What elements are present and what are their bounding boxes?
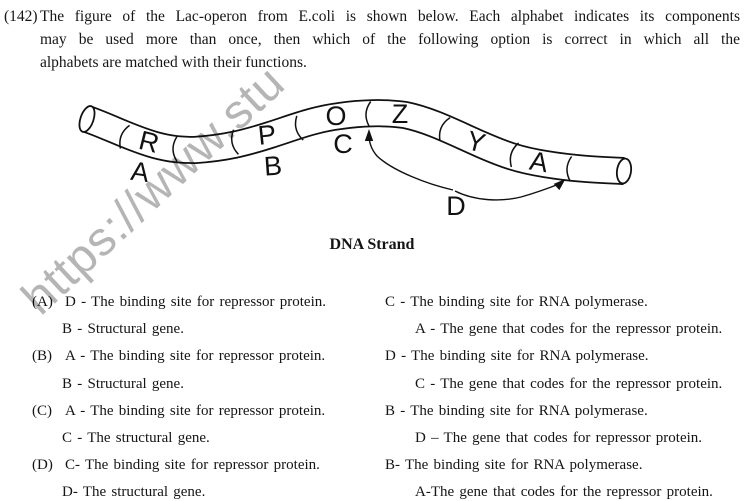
option-D-right-2: A-The gene that codes for the repressor …	[415, 484, 713, 501]
d-pointer-arrows	[368, 134, 560, 201]
option-D-row-1: (D) C- The binding site for repressor pro…	[32, 452, 742, 479]
question-line-2: may be used more than once, then which o…	[40, 31, 740, 48]
option-B-left-2: B - Structural gene.	[62, 375, 184, 392]
option-B-label: (B)	[32, 348, 52, 365]
option-C-right-2: D – The gene that codes for repressor pr…	[415, 429, 703, 446]
option-C-label: (C)	[32, 402, 52, 419]
option-A-right-1: C - The binding site for RNA polymerase.	[385, 294, 648, 310]
option-B-row-2: B - Structural gene. C - The gene that c…	[32, 371, 742, 398]
option-A-row-1: (A) D - The binding site for repressor pr…	[32, 289, 742, 316]
d-arrowhead-left	[364, 129, 374, 141]
question-block: (142) The figure of the Lac-operon from …	[4, 5, 740, 74]
options-list: (A) D - The binding site for repressor pr…	[32, 289, 742, 501]
option-A-label: (A)	[32, 294, 53, 310]
option-D-row-2: D- The structural gene. A-The gene that …	[32, 479, 742, 501]
segment-dividers	[119, 101, 573, 182]
option-C-row-2: C - The structural gene. D – The gene th…	[32, 425, 742, 452]
segment-label-P: P	[256, 119, 277, 151]
option-A-right-2: A - The gene that codes for the represso…	[415, 321, 723, 338]
option-C-left-1: A - The binding site for repressor prote…	[65, 402, 326, 419]
segment-label-Z: Z	[392, 99, 409, 129]
segment-label-A2: A	[528, 146, 551, 179]
question-line-1: The figure of the Lac-operon from E.coli…	[40, 8, 740, 25]
segment-label-O: O	[325, 101, 346, 131]
option-B-right-1: D - The binding site for RNA polymerase.	[385, 348, 649, 365]
question-line-3: alphabets are matched with their functio…	[40, 54, 307, 71]
d-arrowhead-right	[553, 178, 566, 191]
option-A-left-2: B - Structural gene.	[62, 321, 184, 338]
question-number: (142)	[4, 8, 38, 25]
marker-label-D: D	[446, 191, 466, 221]
option-B-right-2: C - The gene that codes for the represso…	[415, 375, 723, 392]
option-A-left-1: D - The binding site for repressor prote…	[65, 294, 326, 310]
lac-operon-diagram: R P O Z Y A A B C D	[78, 99, 633, 221]
option-B-left-1: A - The binding site for repressor prote…	[65, 348, 326, 365]
option-C-right-1: B - The binding site for RNA polymerase.	[385, 402, 648, 419]
option-C-left-2: C - The structural gene.	[62, 429, 210, 446]
option-D-label: (D)	[32, 457, 53, 474]
marker-label-B: B	[263, 150, 283, 181]
dna-tube-fill	[82, 100, 625, 184]
option-A-row-2: B - Structural gene. A - The gene that c…	[32, 316, 742, 343]
option-C-row-1: (C) A - The binding site for repressor pr…	[32, 398, 742, 425]
option-B-row-1: (B) A - The binding site for repressor pr…	[32, 343, 742, 370]
option-D-left-2: D- The structural gene.	[62, 484, 206, 501]
d-arrow-right	[454, 183, 560, 201]
tube-end-cap-right	[615, 157, 633, 185]
option-D-right-1: B- The binding site for RNA polymerase.	[385, 457, 643, 474]
diagram-caption: DNA Strand	[329, 236, 415, 253]
question-text: The figure of the Lac-operon from E.coli…	[40, 5, 740, 74]
d-arrow-left	[368, 134, 454, 191]
tube-end-cap-left	[78, 105, 96, 133]
marker-label-C: C	[333, 129, 353, 159]
marker-label-A: A	[129, 156, 151, 188]
option-D-left-1: C- The binding site for repressor protei…	[65, 457, 320, 474]
